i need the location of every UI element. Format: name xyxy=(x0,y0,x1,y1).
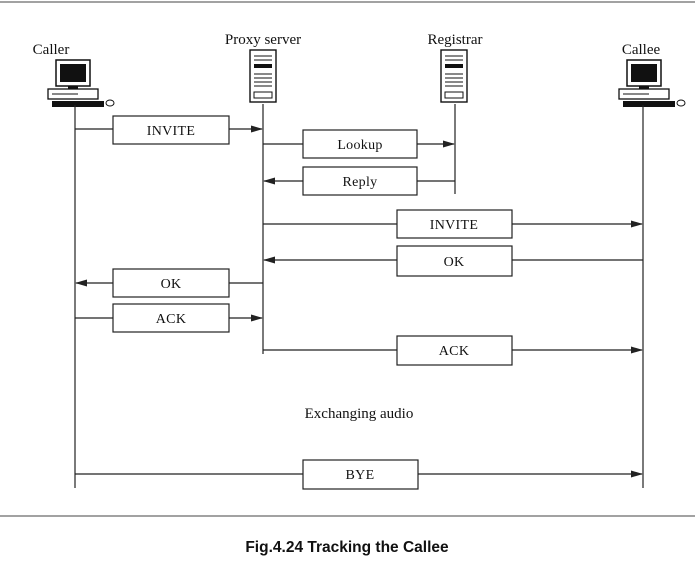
message-label-ok-1: OK xyxy=(444,255,465,270)
message-label-lookup: Lookup xyxy=(337,138,382,153)
message-box-reply xyxy=(302,166,418,196)
participant-label-registrar: Registrar xyxy=(428,32,483,48)
message-box-bye xyxy=(302,459,419,490)
message-label-invite-1: INVITE xyxy=(147,124,195,139)
desktop-computer-icon xyxy=(47,59,115,107)
message-label-ack-2: ACK xyxy=(439,344,469,359)
message-box-lookup xyxy=(302,129,418,159)
message-label-invite-2: INVITE xyxy=(430,218,478,233)
exchanging-audio-note: Exchanging audio xyxy=(305,406,414,422)
participant-label-callee: Callee xyxy=(622,42,661,58)
message-box-invite-2 xyxy=(396,209,513,239)
message-label-ok-2: OK xyxy=(161,277,182,292)
participant-label-proxy: Proxy server xyxy=(225,32,301,48)
message-box-invite-1 xyxy=(112,115,230,145)
desktop-computer-icon xyxy=(618,59,686,107)
message-box-ok-2 xyxy=(112,268,230,298)
message-box-ack-2 xyxy=(396,335,513,366)
message-box-ack-1 xyxy=(112,303,230,333)
message-box-ok-1 xyxy=(396,245,513,277)
message-label-ack-1: ACK xyxy=(156,312,186,327)
message-label-bye: BYE xyxy=(346,468,375,483)
participant-label-caller: Caller xyxy=(33,42,70,58)
message-label-reply: Reply xyxy=(343,175,378,190)
server-tower-icon xyxy=(249,49,277,103)
server-tower-icon xyxy=(440,49,468,103)
figure-caption: Fig.4.24 Tracking the Callee xyxy=(245,539,449,556)
